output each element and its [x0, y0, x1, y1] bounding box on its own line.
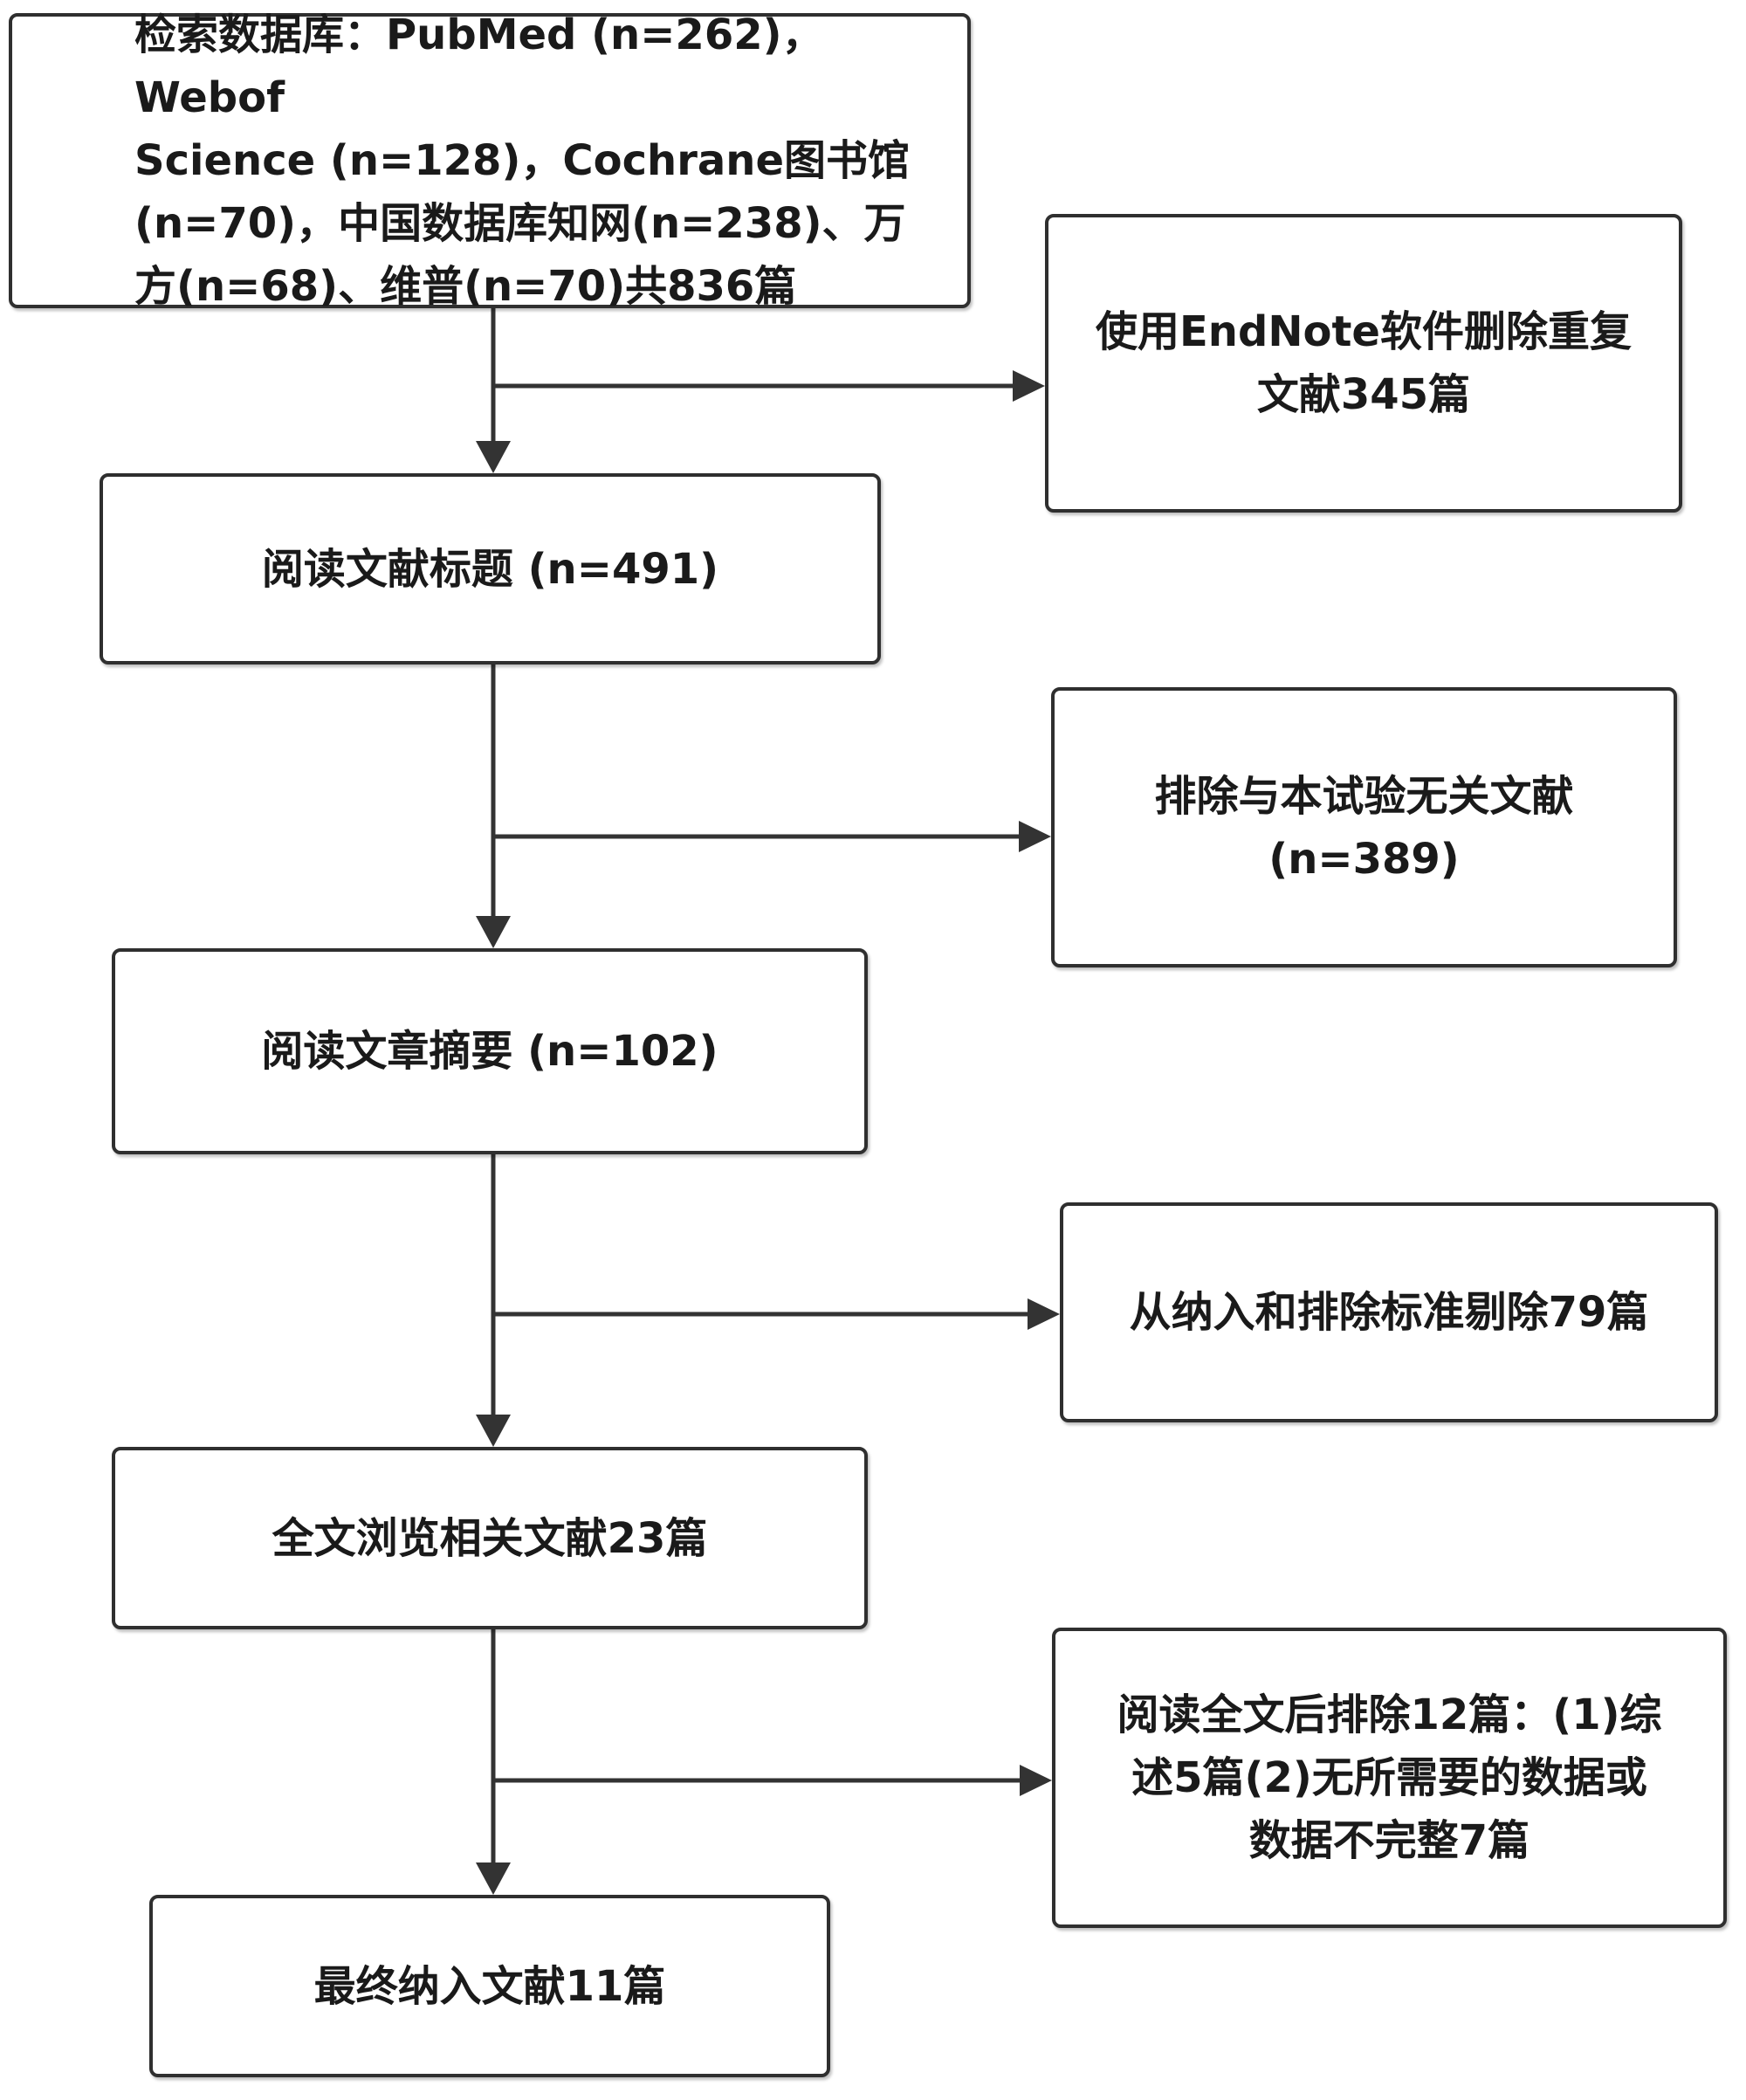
arrowhead [476, 1415, 511, 1447]
duplicate-removal-text: 使用EndNote软件删除重复 文献345篇 [1096, 307, 1632, 419]
criteria-exclusion-box: 从纳入和排除标准剔除79篇 [1060, 1202, 1718, 1422]
arrowhead [1013, 370, 1045, 402]
abstract-screening-text: 阅读文章摘要 (n=102) [261, 1027, 718, 1076]
arrow-to-excluded-box [493, 1765, 1052, 1796]
fulltext-exclusion-box: 阅读全文后排除12篇：(1)综 述5篇(2)无所需要的数据或 数据不完整7篇 [1052, 1628, 1727, 1928]
fulltext-exclusion-text: 阅读全文后排除12篇：(1)综 述5篇(2)无所需要的数据或 数据不完整7篇 [1117, 1690, 1662, 1865]
arrowhead [476, 441, 511, 473]
final-included-text: 最终纳入文献11篇 [313, 1961, 666, 2011]
arrowhead [476, 916, 511, 948]
arrow-fulltext-to-final [476, 1629, 511, 1895]
duplicate-removal-box: 使用EndNote软件删除重复 文献345篇 [1045, 214, 1682, 513]
arrowhead [1020, 1765, 1052, 1796]
arrow-to-criteria-box [493, 1298, 1060, 1330]
irrelevant-exclusion-box: 排除与本试验无关文献 (n=389) [1051, 687, 1677, 967]
arrow-title-to-abstract [476, 664, 511, 948]
irrelevant-exclusion-text: 排除与本试验无关文献 (n=389) [1154, 771, 1574, 884]
criteria-exclusion-text: 从纳入和排除标准剔除79篇 [1129, 1288, 1649, 1337]
arrow-to-irrelevant-box [493, 821, 1051, 852]
arrowhead [476, 1862, 511, 1895]
fulltext-review-text: 全文浏览相关文献23篇 [272, 1513, 708, 1563]
database-search-text: 检索数据库：PubMed (n=262)，Webof Science (n=12… [134, 10, 911, 311]
arrow-abstract-to-fulltext [476, 1154, 511, 1447]
arrow-to-dedup-box [493, 370, 1045, 402]
final-included-box: 最终纳入文献11篇 [149, 1895, 830, 2077]
arrowhead [1028, 1298, 1060, 1330]
title-screening-text: 阅读文献标题 (n=491) [261, 544, 719, 594]
fulltext-review-box: 全文浏览相关文献23篇 [112, 1447, 868, 1629]
arrowhead [1019, 821, 1051, 852]
abstract-screening-box: 阅读文章摘要 (n=102) [112, 948, 868, 1154]
database-search-box: 检索数据库：PubMed (n=262)，Webof Science (n=12… [9, 10, 971, 311]
arrow-search-to-title [476, 308, 511, 473]
title-screening-box: 阅读文献标题 (n=491) [100, 473, 881, 664]
